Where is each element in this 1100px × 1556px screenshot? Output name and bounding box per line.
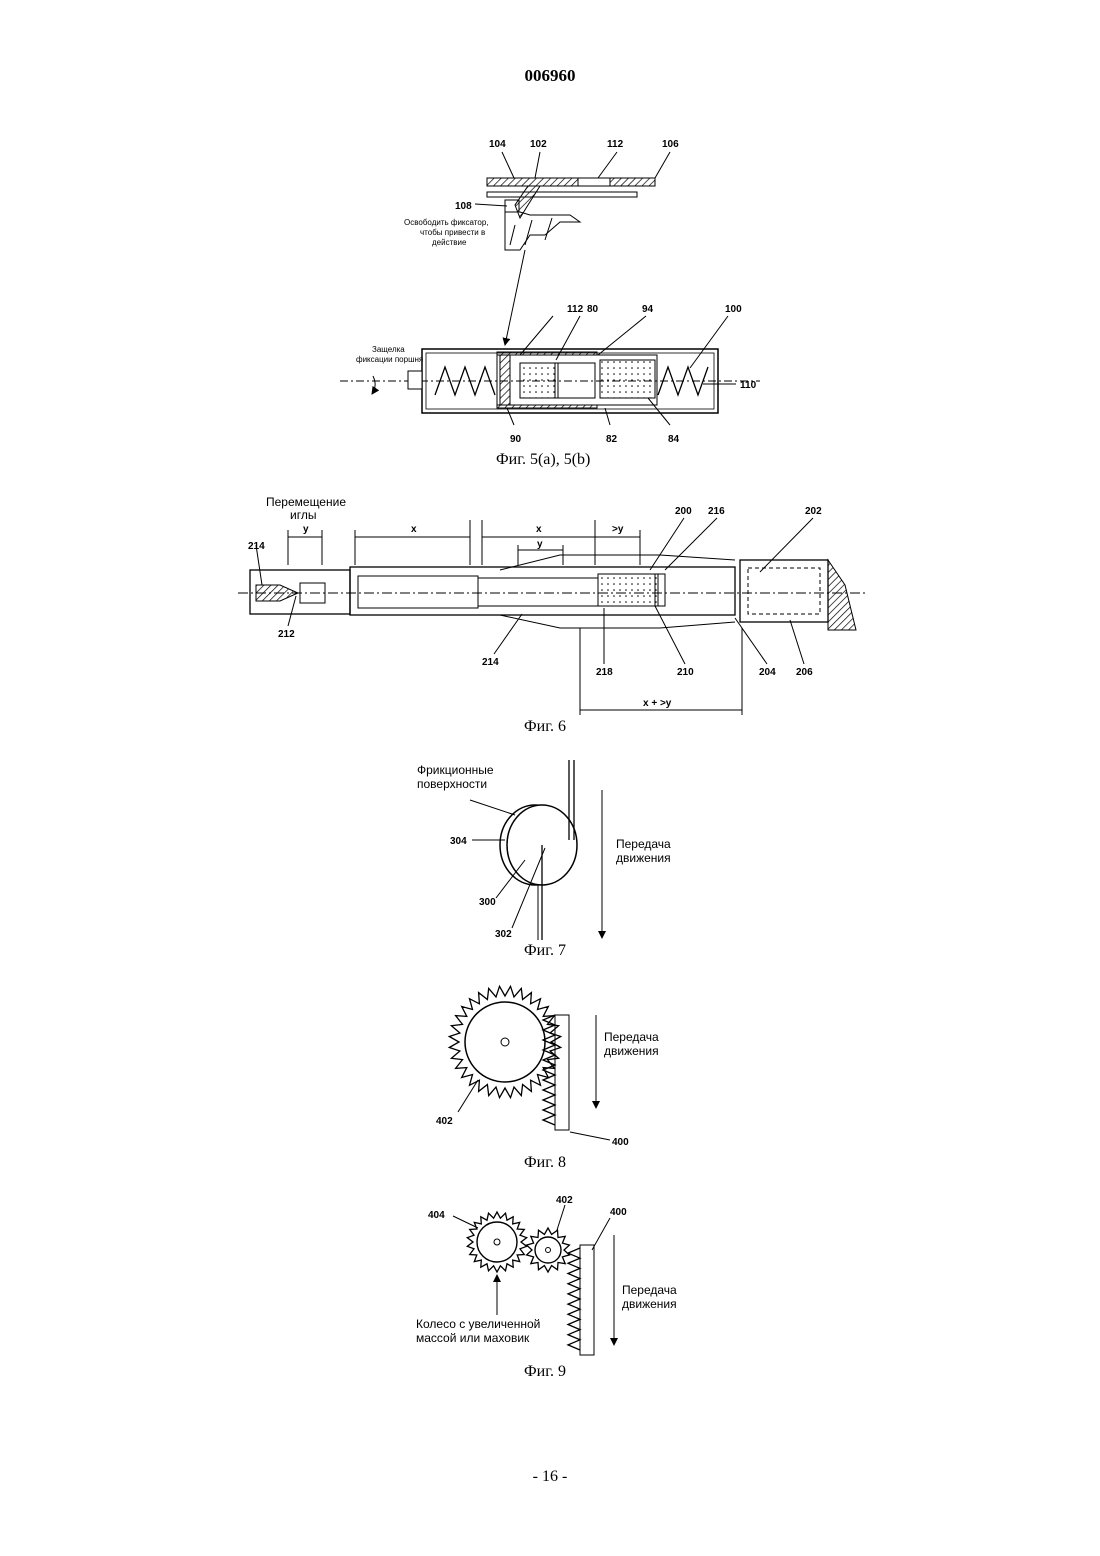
fig7-caption: Фиг. 7 xyxy=(524,942,566,960)
fig8-label-402: 402 xyxy=(436,1116,453,1127)
fig5-note-line2: чтобы привести в xyxy=(420,228,485,237)
fig7-label-300: 300 xyxy=(479,897,496,908)
fig7-motion-line2: движения xyxy=(616,851,671,865)
fig5-label-112b: 112 xyxy=(567,304,584,315)
fig8-caption: Фиг. 8 xyxy=(524,1154,566,1172)
fig6-dim-y1: y xyxy=(303,524,309,535)
fig9-motion-line2: движения xyxy=(622,1297,677,1311)
fig5-label-102: 102 xyxy=(530,139,547,150)
fig6-label-206: 206 xyxy=(796,667,813,678)
fig6-label-218: 218 xyxy=(596,667,613,678)
fig5-label-84: 84 xyxy=(668,434,680,445)
fig6-dim-x1: x xyxy=(411,524,417,535)
fig5-note-line1: Освободить фиксатор, xyxy=(404,218,489,227)
fig6-label-202: 202 xyxy=(805,506,822,517)
fig9-wheel-line2: массой или маховик xyxy=(416,1331,530,1345)
fig5-label-82: 82 xyxy=(606,434,618,445)
page-number: - 16 - xyxy=(0,1468,1100,1486)
fig6-label-204: 204 xyxy=(759,667,776,678)
gear-teeth xyxy=(527,1228,570,1272)
fig6-dim-y2: y xyxy=(537,539,543,550)
fig5b-assembly xyxy=(340,316,760,425)
fig8-motion-line2: движения xyxy=(604,1044,659,1058)
fig5-label-104: 104 xyxy=(489,139,506,150)
fig5-label-80: 80 xyxy=(587,304,599,315)
fig5a-detail xyxy=(475,152,670,345)
fig5-label-110: 110 xyxy=(740,380,757,391)
fig5-label-112a: 112 xyxy=(607,139,624,150)
fig6-label-200: 200 xyxy=(675,506,692,517)
fig9-label-402: 402 xyxy=(556,1195,573,1206)
fig6-label-210: 210 xyxy=(677,667,694,678)
fig6-label-214b: 214 xyxy=(482,657,499,668)
fig5-label-100: 100 xyxy=(725,304,742,315)
fig9-caption: Фиг. 9 xyxy=(524,1363,566,1381)
fig9-wheel-line1: Колесо с увеличенной xyxy=(416,1317,540,1331)
fig7-label-302: 302 xyxy=(495,929,512,940)
fig7-motion-line1: Передача xyxy=(616,837,671,851)
fig8-gear-rack xyxy=(449,986,610,1140)
fig6-caption: Фиг. 6 xyxy=(524,718,566,736)
fig6-dim-x2: x xyxy=(536,524,542,535)
fig6-label-214a: 214 xyxy=(248,541,265,552)
fig6-move-line2: иглы xyxy=(290,508,316,522)
fig5-note-line3: действие xyxy=(432,238,467,247)
fig5-caption: Фиг. 5(a), 5(b) xyxy=(496,451,590,469)
fig6-label-212: 212 xyxy=(278,629,295,640)
fig8-label-400: 400 xyxy=(612,1137,629,1148)
fig5-latch-line1: Защелка xyxy=(372,345,405,354)
fig5-label-94: 94 xyxy=(642,304,654,315)
fig5-latch-line2: фиксации поршня xyxy=(356,355,423,364)
fig7-label-304: 304 xyxy=(450,836,467,847)
fig5-label-106: 106 xyxy=(662,139,679,150)
gear-teeth xyxy=(467,1212,526,1272)
fig7-friction-line2: поверхности xyxy=(417,777,487,791)
fig6-dim-gy: >y xyxy=(612,524,624,535)
fig9-label-400: 400 xyxy=(610,1207,627,1218)
fig5-label-108: 108 xyxy=(455,201,472,212)
fig7-friction-line1: Фрикционные xyxy=(417,763,494,777)
fig9-motion-line1: Передача xyxy=(622,1283,677,1297)
fig6-dim-sum: x + >y xyxy=(643,698,672,709)
fig6-label-216: 216 xyxy=(708,506,725,517)
fig6-move-line1: Перемещение xyxy=(266,495,346,509)
fig8-motion-line1: Передача xyxy=(604,1030,659,1044)
fig5-label-90: 90 xyxy=(510,434,522,445)
fig6-assembly xyxy=(238,518,868,715)
fig9-label-404: 404 xyxy=(428,1210,445,1221)
fig7-friction-wheel xyxy=(470,760,602,940)
